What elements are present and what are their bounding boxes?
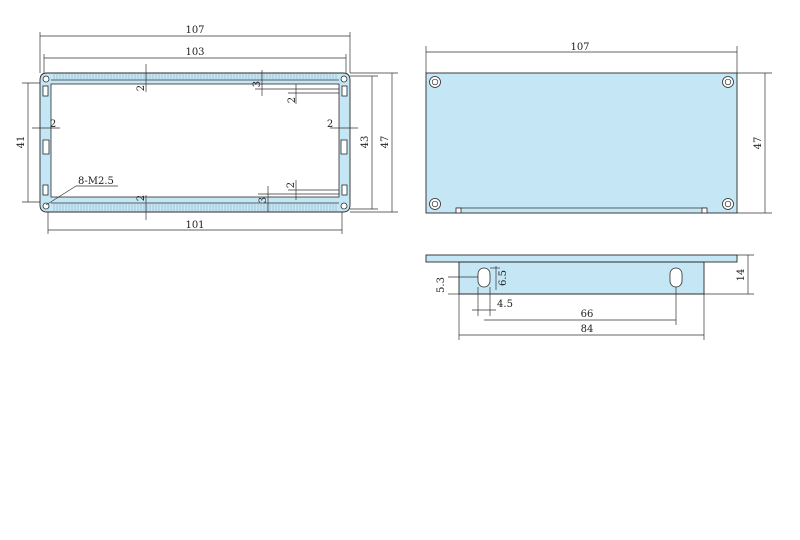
dim-slot-width: 4.5 <box>497 299 513 310</box>
dim-slot-height: 6.5 <box>498 270 509 286</box>
corner-hole-tl <box>429 76 441 88</box>
dim-41-label: 41 <box>16 136 27 149</box>
dim-66-label: 66 <box>581 309 594 320</box>
corner-hole-bl <box>429 198 441 210</box>
screw-boss-bl <box>42 202 50 210</box>
screw-boss-tr <box>340 75 348 83</box>
dim-43-label: 43 <box>360 136 371 149</box>
dim-14-label: 14 <box>736 269 747 282</box>
dim-103-label: 103 <box>185 47 204 58</box>
corner-hole-tr <box>722 76 734 88</box>
screw-note: 8-M2.5 <box>78 176 114 187</box>
dim-wall-bottom-left: 2 <box>136 195 147 201</box>
screw-boss-br <box>340 202 348 210</box>
dim-wall-top-right-b: 2 <box>287 97 298 103</box>
bottom-texture <box>53 203 337 211</box>
dim-101-label: 101 <box>185 220 204 231</box>
side-view: 14 6.5 5.3 4.5 66 84 <box>425 254 754 340</box>
dim-wall-top-right-a: 3 <box>252 81 263 87</box>
dim-84-label: 84 <box>581 324 594 335</box>
dim-47-label: 47 <box>380 136 391 149</box>
slot-right <box>669 267 683 288</box>
corner-hole-br <box>722 198 734 210</box>
slot-right-mid <box>340 139 348 155</box>
slot-left-bot <box>42 184 49 196</box>
dim-wall-bottom-right-a: 2 <box>286 182 297 188</box>
slot-left-top <box>42 85 49 97</box>
top-plate <box>425 72 738 214</box>
top-texture <box>53 74 337 80</box>
front-section-view: 107 103 101 41 43 47 2 3 2 <box>16 25 398 234</box>
dim-107-label: 107 <box>185 25 204 36</box>
slot-right-top <box>341 85 348 97</box>
dim-top-47-label: 47 <box>753 137 764 150</box>
dim-top-107-label: 107 <box>570 42 589 53</box>
dim-wall-bottom-right-b: 3 <box>258 197 269 203</box>
slot-left <box>477 267 491 288</box>
screw-boss-tl <box>42 75 50 83</box>
dim-wall-top-left: 2 <box>136 85 147 91</box>
slot-right-bot <box>341 184 348 196</box>
dim-wall-left: 2 <box>50 119 56 130</box>
top-view: 107 47 <box>425 42 772 214</box>
side-flange <box>425 254 738 263</box>
dim-slot-offset: 5.3 <box>436 277 447 293</box>
dim-wall-right: 2 <box>327 119 333 130</box>
profile-cavity <box>50 83 340 198</box>
slot-left-mid <box>42 139 50 155</box>
screw-leader <box>45 185 77 206</box>
